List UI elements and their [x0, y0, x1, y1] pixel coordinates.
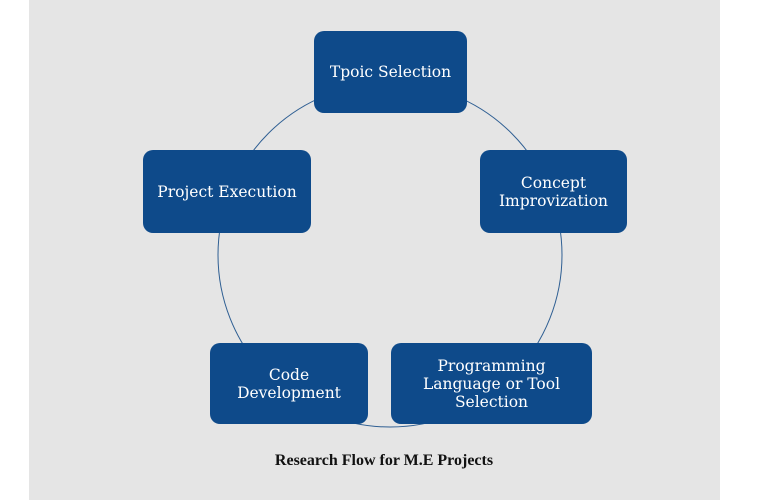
node-concept-improvization-label: Concept Improvization — [498, 173, 609, 210]
node-concept-improvization: Concept Improvization — [480, 150, 627, 233]
node-programming-selection: Programming Language or Tool Selection — [391, 343, 592, 424]
node-project-execution-label: Project Execution — [157, 182, 297, 201]
node-code-development: Code Development — [210, 343, 368, 424]
node-project-execution: Project Execution — [143, 150, 311, 233]
node-programming-selection-label: Programming Language or Tool Selection — [422, 356, 561, 411]
node-topic-selection: Tpoic Selection — [314, 31, 467, 113]
diagram-caption: Research Flow for M.E Projects — [274, 452, 494, 469]
node-topic-selection-label: Tpoic Selection — [329, 63, 452, 81]
node-code-development-label: Code Development — [237, 365, 341, 402]
